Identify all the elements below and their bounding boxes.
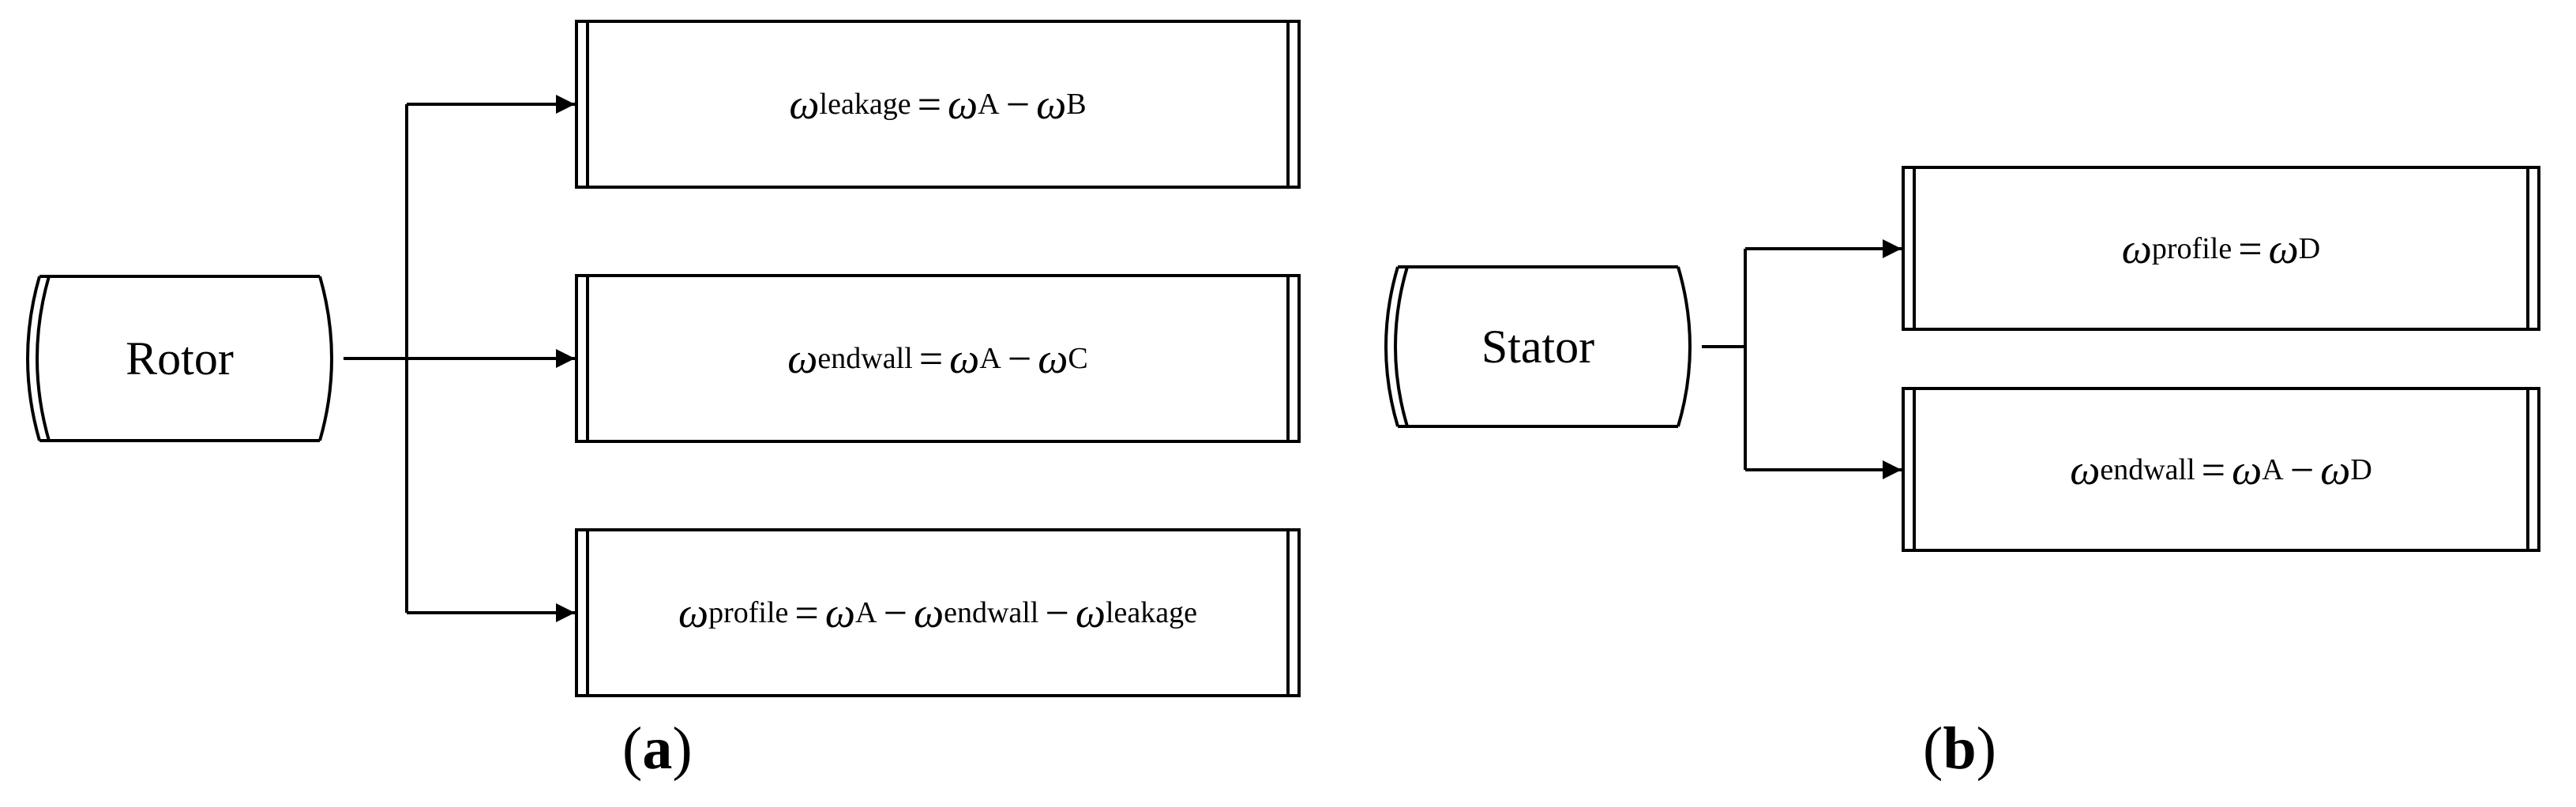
- box-leakage: [575, 20, 1301, 189]
- operator: −: [2289, 445, 2315, 494]
- operator: −: [1005, 81, 1031, 128]
- omega-symbol: ω: [913, 589, 944, 636]
- omega-symbol: ω: [1036, 81, 1067, 128]
- omega-symbol: ω: [1075, 589, 1106, 636]
- rotor-connectors: [344, 95, 575, 622]
- stator-label: Stator: [1481, 320, 1595, 373]
- omega-symbol: ω: [787, 335, 818, 382]
- omega-symbol: ω: [824, 589, 856, 636]
- operator: −: [1045, 589, 1069, 636]
- operator: −: [883, 589, 907, 636]
- omega-symbol: ω: [789, 81, 820, 128]
- box-profile: [575, 528, 1301, 697]
- omega-symbol: ω: [949, 335, 980, 382]
- operator: −: [1007, 335, 1032, 382]
- box-endwall: [575, 274, 1301, 443]
- box-stator-profile: [1902, 166, 2540, 331]
- box-stator-endwall: [1902, 387, 2540, 552]
- operator: =: [2201, 445, 2226, 494]
- omega-symbol: ω: [948, 81, 978, 128]
- omega-symbol: ω: [2121, 224, 2152, 272]
- rotor-boxes: [575, 20, 1301, 697]
- operator: =: [918, 335, 944, 382]
- panel-label-a: (a): [622, 715, 693, 782]
- operator: =: [917, 81, 942, 128]
- rotor-node: [26, 275, 333, 442]
- rotor-label: Rotor: [126, 332, 234, 385]
- operator: =: [794, 589, 819, 636]
- omega-symbol: ω: [2268, 224, 2299, 272]
- omega-symbol: ω: [678, 589, 709, 636]
- stator-boxes: [1902, 166, 2540, 552]
- omega-symbol: ω: [2070, 445, 2101, 494]
- stator-connectors: [1702, 239, 1902, 479]
- operator: =: [2238, 224, 2262, 272]
- omega-symbol: ω: [2320, 445, 2351, 494]
- omega-symbol: ω: [2232, 445, 2262, 494]
- omega-symbol: ω: [1038, 335, 1068, 382]
- panel-label-b: (b): [1923, 715, 1996, 782]
- stator-node: [1384, 265, 1692, 428]
